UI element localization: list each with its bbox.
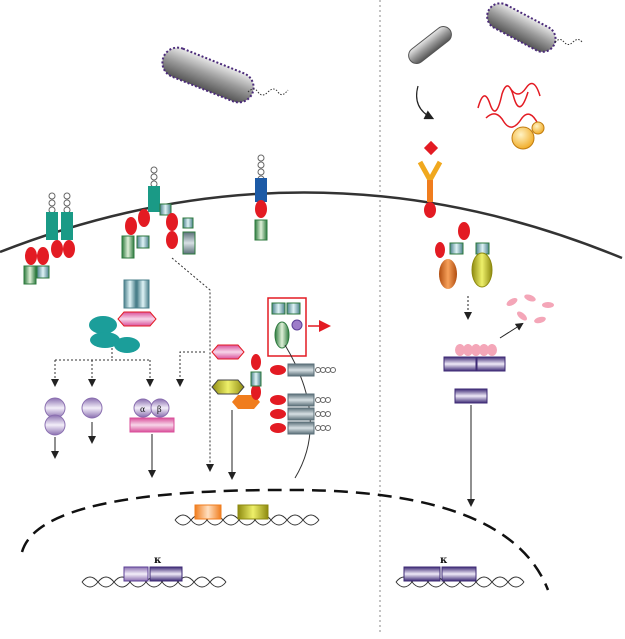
cell-membrane <box>0 191 623 260</box>
lilac-spheres <box>44 397 103 459</box>
nuclear-envelope <box>20 488 550 591</box>
bacterium-icon-right <box>486 2 583 53</box>
dna-helix-icon <box>174 504 320 526</box>
kappa-label-right: κ <box>440 555 448 566</box>
beta-label: β <box>157 405 162 414</box>
kappa-complex-right: κ <box>395 555 525 588</box>
inhibited-dimer <box>443 344 506 507</box>
alpha-label: α <box>140 405 146 414</box>
bacterium-icon <box>161 46 289 104</box>
recognition-arrow <box>416 85 435 120</box>
rod-bacterium-icon <box>408 26 452 64</box>
pathway-line-1 <box>171 257 214 472</box>
gray-receptor-stack <box>270 363 336 435</box>
receptor-teal-dimer <box>23 192 75 285</box>
kappa-label-left: κ <box>154 555 162 566</box>
alpha-beta-complex: α β <box>129 398 175 478</box>
receptor-blue <box>254 154 268 241</box>
hexagon-adaptors <box>211 344 262 480</box>
kinase-complex <box>89 279 157 353</box>
pattern-receptor <box>417 140 443 218</box>
adaptor-cluster-right <box>435 222 493 320</box>
receptor-teal-single <box>121 166 196 259</box>
highlighted-complex <box>267 297 331 357</box>
yeast-icon <box>511 121 545 150</box>
nucleic-acid-icon <box>477 82 541 128</box>
kappa-complex-left: κ <box>81 555 227 588</box>
degradation-fragments <box>499 294 554 339</box>
